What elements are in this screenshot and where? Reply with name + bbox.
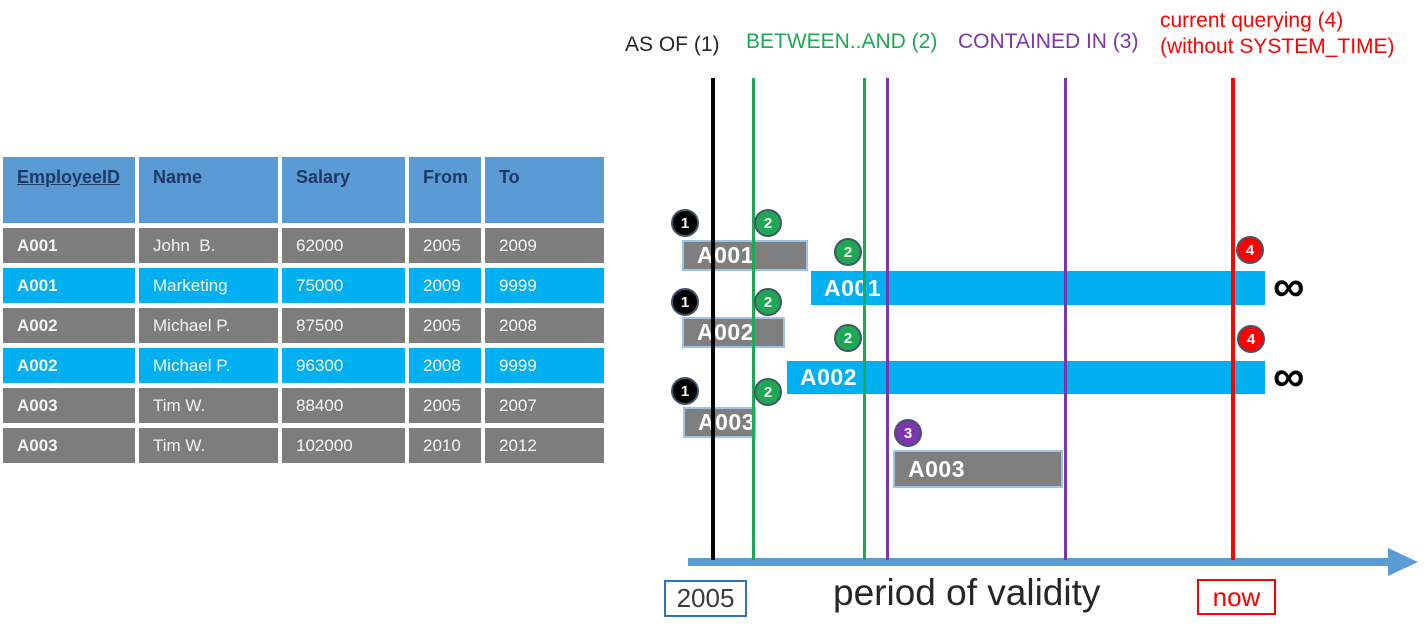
query-badge-2: 2 <box>754 209 782 237</box>
validity-bar-a003-gray: A003 <box>893 450 1063 488</box>
query-badge-4: 4 <box>1236 236 1264 264</box>
validity-bar-a002-gray: A002 <box>682 317 785 348</box>
table-cell: 2005 <box>409 228 481 263</box>
column-header-label: Salary <box>296 167 351 187</box>
query-badge-1: 1 <box>671 209 699 237</box>
table-cell: 9999 <box>485 268 604 303</box>
column-header-to: To <box>485 157 604 223</box>
column-header-label: EmployeeID <box>17 167 121 187</box>
table-cell: A001 <box>3 268 135 303</box>
column-header-from: From <box>409 157 481 223</box>
table-cell: Tim W. <box>139 428 278 463</box>
table-cell: Michael P. <box>139 348 278 383</box>
table-cell: 2007 <box>485 388 604 423</box>
table-cell: 2012 <box>485 428 604 463</box>
now-line <box>1231 78 1235 560</box>
query-badge-1: 1 <box>671 377 699 405</box>
legend-current-querying: current querying (4) (without SYSTEM_TIM… <box>1160 8 1395 60</box>
legend-as-of: AS OF (1) <box>625 33 720 56</box>
column-header-employeeid: EmployeeID <box>3 157 135 223</box>
table-cell: 2009 <box>485 228 604 263</box>
infinity-icon: ∞ <box>1273 351 1305 401</box>
table-cell: 2009 <box>409 268 481 303</box>
table-cell: John B. <box>139 228 278 263</box>
as-of-line <box>711 78 715 560</box>
table-cell: Tim W. <box>139 388 278 423</box>
table-cell: A003 <box>3 388 135 423</box>
axis-label-now-text: now <box>1212 581 1261 612</box>
contained-end-line <box>1063 78 1067 560</box>
axis-title-period-of-validity: period of validity <box>833 572 1101 613</box>
between-end-line <box>862 78 866 560</box>
legend-current-querying-line1: current querying (4) <box>1160 9 1344 32</box>
time-axis-arrow <box>688 558 1390 566</box>
table-cell: Marketing <box>139 268 278 303</box>
table-cell: 2010 <box>409 428 481 463</box>
query-badge-1: 1 <box>671 288 699 316</box>
table-cell: 2005 <box>409 388 481 423</box>
table-cell: A002 <box>3 348 135 383</box>
column-header-label: From <box>423 167 468 187</box>
infinity-icon: ∞ <box>1273 262 1305 311</box>
column-header-label: Name <box>153 167 203 187</box>
table-cell: 2008 <box>485 308 604 343</box>
query-badge-2: 2 <box>754 378 782 406</box>
legend-current-querying-line2: (without SYSTEM_TIME) <box>1160 35 1395 58</box>
between-start-line <box>751 78 755 560</box>
validity-bar-a001-gray: A001 <box>682 240 808 271</box>
table-cell: A003 <box>3 428 135 463</box>
validity-bar-label: A001 <box>824 274 881 301</box>
column-header-label: To <box>499 167 520 187</box>
table-cell: A002 <box>3 308 135 343</box>
table-cell: A001 <box>3 228 135 263</box>
table-cell: 96300 <box>282 348 405 383</box>
table-cell: 102000 <box>282 428 405 463</box>
column-header-name: Name <box>139 157 278 223</box>
validity-bar-a002-cyan: A002 <box>787 361 1265 394</box>
axis-label-now: now <box>1197 579 1276 615</box>
query-badge-2: 2 <box>754 288 782 316</box>
table-cell: 2005 <box>409 308 481 343</box>
query-badge-2: 2 <box>834 324 862 352</box>
axis-label-2005-text: 2005 <box>676 583 735 613</box>
validity-bar-a003-gray: A003 <box>683 407 756 438</box>
time-axis-arrowhead-icon <box>1388 548 1418 576</box>
validity-bar-label: A001 <box>697 242 754 268</box>
validity-bar-label: A003 <box>698 409 755 435</box>
column-header-salary: Salary <box>282 157 405 223</box>
legend-contained-in: CONTAINED IN (3) <box>958 30 1139 53</box>
query-badge-2: 2 <box>834 238 862 266</box>
legend-between-and: BETWEEN..AND (2) <box>746 30 938 53</box>
table-cell: 75000 <box>282 268 405 303</box>
table-cell: 87500 <box>282 308 405 343</box>
table-cell: 9999 <box>485 348 604 383</box>
query-badge-3: 3 <box>894 419 922 447</box>
validity-bar-label: A002 <box>800 364 857 390</box>
table-cell: 88400 <box>282 388 405 423</box>
validity-bar-label: A003 <box>908 455 965 482</box>
query-badge-4: 4 <box>1237 325 1265 353</box>
contained-start-line <box>885 78 889 560</box>
validity-bar-a001-cyan: A001 <box>811 271 1265 305</box>
table-cell: Michael P. <box>139 308 278 343</box>
validity-bar-label: A002 <box>697 319 754 345</box>
table-cell: 62000 <box>282 228 405 263</box>
axis-label-2005: 2005 <box>664 580 747 617</box>
table-cell: 2008 <box>409 348 481 383</box>
